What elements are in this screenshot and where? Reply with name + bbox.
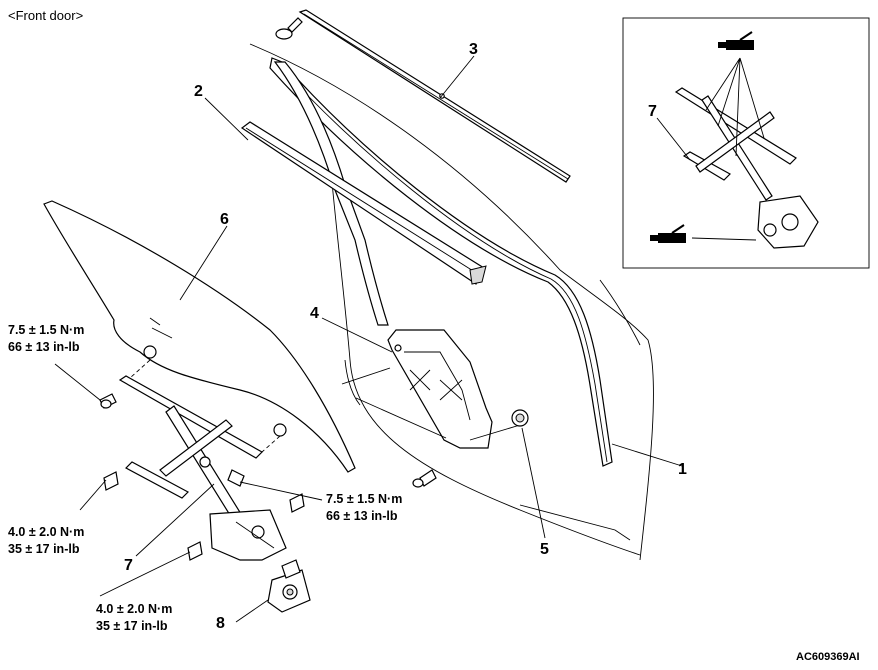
callout-1: 1 [678,461,687,478]
torque-motor-inlb: 35 ± 17 in-lb [96,619,168,633]
bolt-regulator-left [103,471,119,491]
callout-8: 8 [216,615,225,632]
figure-id: AC609369AI [796,651,860,663]
torque-motor-nm: 4.0 ± 2.0 N·m [96,602,172,616]
part-8-regulator-motor [267,559,311,613]
torque-regulator-bolt-nm: 4.0 ± 2.0 N·m [8,525,84,539]
inset-callout-7: 7 [648,103,657,120]
grease-gun-icon [718,31,754,50]
callout-5: 5 [540,541,549,558]
screw-panel [412,469,437,488]
grease-gun-icon [650,224,686,243]
callout-leaders [54,55,691,623]
callout-3: 3 [469,41,478,58]
torque-regulator-inlb: 66 ± 13 in-lb [326,509,398,523]
callout-2: 2 [194,83,203,100]
torque-glass-inlb: 66 ± 13 in-lb [8,340,80,354]
part-4-hole-cover [387,329,493,449]
grease-points-inset [622,17,870,269]
leader-lines [129,359,521,453]
diagram-title: <Front door> [8,8,83,23]
callout-6: 6 [220,211,229,228]
callout-7: 7 [124,557,133,574]
bolt-motor-top [289,493,305,513]
part-2-inner-weatherstrip [240,121,487,285]
screw-top [275,17,303,40]
torque-regulator-nm: 7.5 ± 1.5 N·m [326,492,402,506]
part-1-door-sash-channel [269,57,613,467]
bolt-regulator-right [227,469,245,487]
bolt-motor-bottom [187,541,203,561]
part-3-outer-weatherstrip [298,9,571,183]
bolt-glass [99,393,117,409]
part-5-grommet [511,409,529,427]
part-6-door-glass [43,200,356,473]
torque-glass-nm: 7.5 ± 1.5 N·m [8,323,84,337]
callout-4: 4 [310,305,319,322]
door-body-outline [249,43,654,561]
part-7-window-regulator [118,375,287,561]
torque-regulator-bolt-inlb: 35 ± 17 in-lb [8,542,80,556]
bolts [99,393,305,561]
